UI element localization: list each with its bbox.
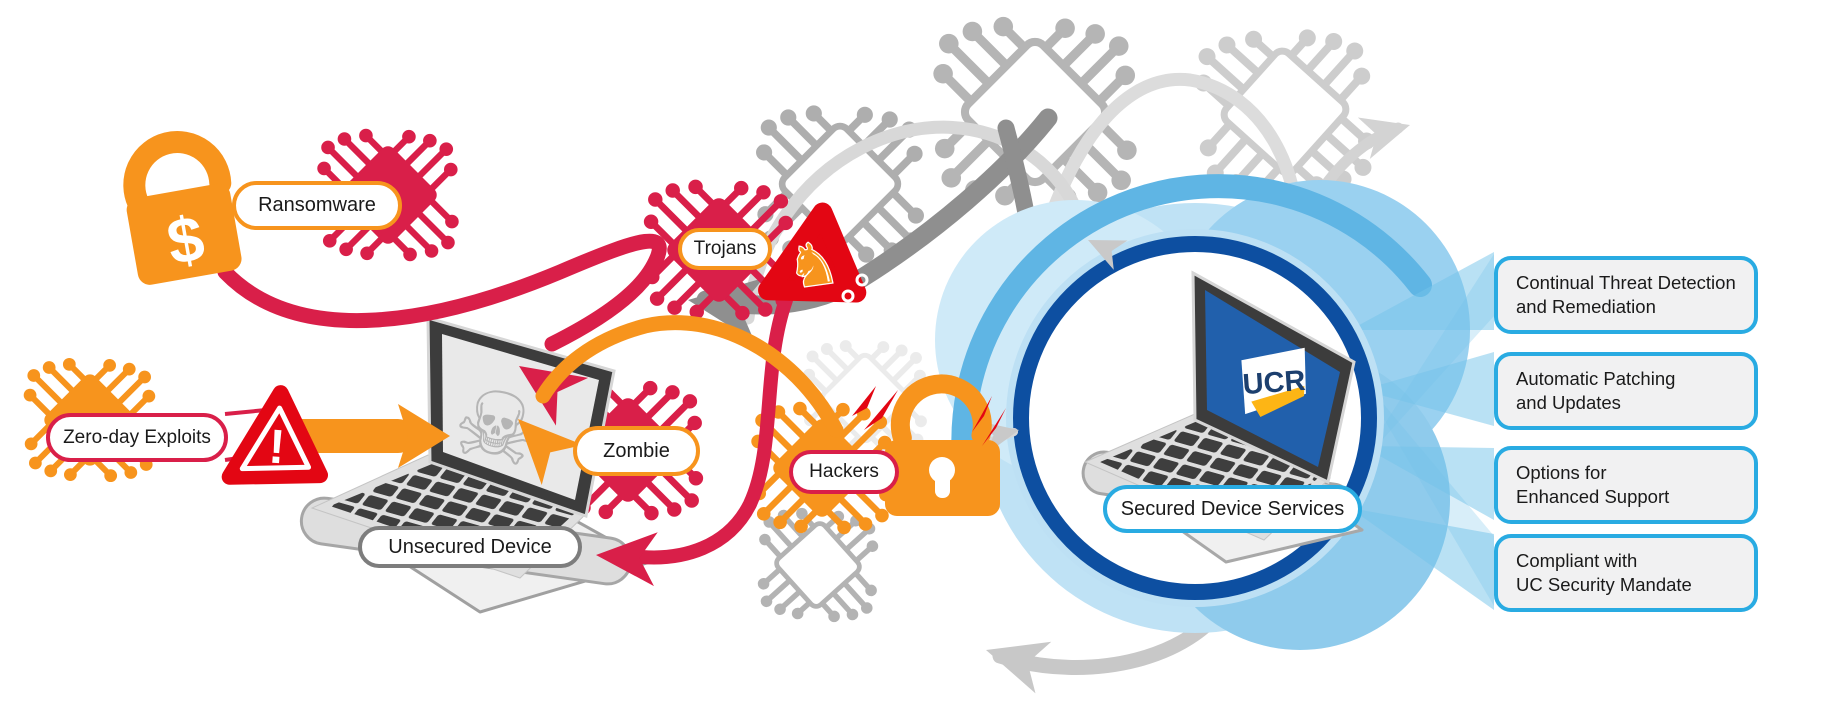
ucr-logo: UCR — [1241, 347, 1307, 418]
ransomware-label-text: Ransomware — [258, 194, 376, 216]
benefit-line: and Remediation — [1516, 296, 1656, 317]
arrowhead-icon — [398, 404, 450, 468]
hacker-lock-icon — [852, 374, 1006, 516]
zombie-label: Zombie — [573, 426, 700, 476]
benefit-line: UC Security Mandate — [1516, 574, 1692, 595]
benefit-line: Enhanced Support — [1516, 486, 1670, 507]
shield-outer-glow — [1006, 229, 1384, 607]
trojan-triangle-icon: ♞ — [758, 202, 869, 303]
benefit-threat-detection: Continual Threat Detection and Remediati… — [1494, 256, 1758, 334]
ransomware-attack-arrow — [217, 233, 667, 352]
benefit-enhanced-support: Options for Enhanced Support — [1494, 446, 1758, 524]
trojan-knight-icon: ♞ — [783, 230, 844, 302]
benefit-uc-compliance: Compliant with UC Security Mandate — [1494, 534, 1758, 612]
trojans-label: Trojans — [678, 228, 772, 270]
benefit-automatic-patching: Automatic Patching and Updates — [1494, 352, 1758, 430]
zombie-label-text: Zombie — [603, 439, 670, 462]
benefit-line: Options for — [1516, 461, 1607, 483]
attack-arrows — [217, 233, 844, 587]
alert-flash-icons — [852, 386, 1006, 446]
benefit-line: Automatic Patching — [1516, 367, 1676, 389]
exclamation-icon: ! — [267, 421, 287, 475]
zero-day-label-text: Zero-day Exploits — [63, 426, 211, 448]
unsecured-device-label: Unsecured Device — [358, 526, 582, 568]
trojans-label-text: Trojans — [693, 238, 757, 259]
secured-device-label-text: Secured Device Services — [1120, 497, 1345, 520]
ransomware-label: Ransomware — [232, 181, 402, 230]
ucr-logo-text: UCR — [1242, 365, 1307, 401]
hacker-attack-arrow — [535, 315, 844, 438]
benefit-beams — [1350, 252, 1494, 610]
benefit-line: Continual Threat Detection — [1516, 271, 1736, 293]
unsecured-device-label-text: Unsecured Device — [388, 535, 552, 558]
warning-triangle-icon: ! — [221, 385, 329, 485]
benefit-line: and Updates — [1516, 392, 1621, 413]
benefit-line: Compliant with — [1516, 549, 1638, 571]
zero-day-label: Zero-day Exploits — [46, 413, 228, 462]
secured-device-label: Secured Device Services — [1103, 485, 1362, 533]
ransomware-lock-icon: $ — [123, 131, 242, 285]
hackers-label: Hackers — [789, 450, 899, 494]
hackers-label-text: Hackers — [809, 461, 879, 482]
